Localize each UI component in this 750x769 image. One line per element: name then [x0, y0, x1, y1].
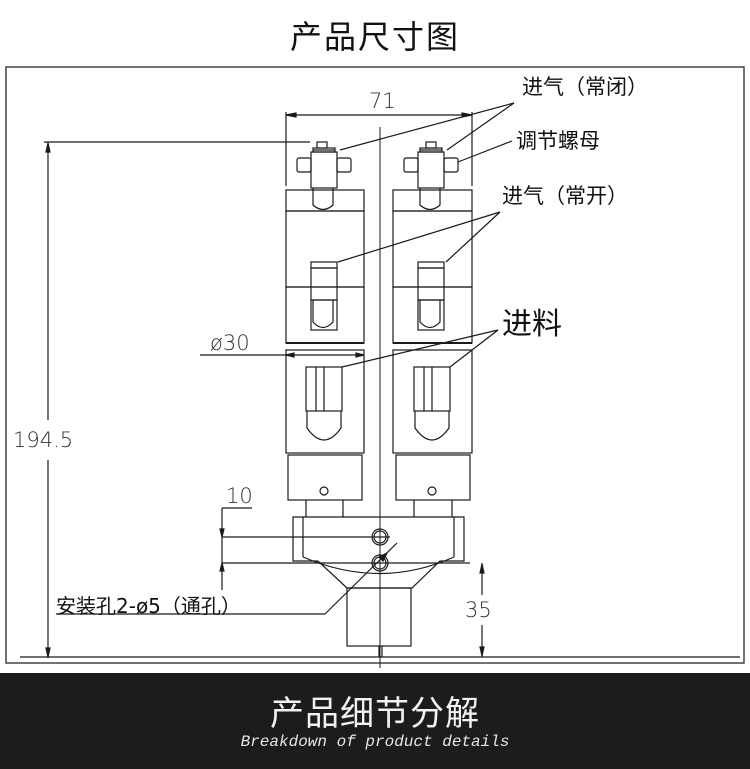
dimension-hole-spacing: 10: [226, 484, 253, 508]
dimension-width: 71: [369, 89, 396, 113]
drawing-frame: [5, 66, 745, 664]
label-feed: 进料: [502, 307, 562, 342]
left-valve: [285, 141, 365, 517]
label-adjusting-nut: 调节螺母: [516, 129, 600, 153]
page-title: 产品尺寸图: [289, 18, 460, 56]
dimension-height: 194.5: [13, 428, 74, 452]
footer-banner: 产品细节分解 Breakdown of product details: [0, 673, 750, 769]
dimension-lower-height: 35: [465, 598, 492, 622]
footer-title: 产品细节分解: [270, 694, 480, 734]
right-valve: [392, 141, 473, 517]
label-inlet-normally-open: 进气（常开）: [502, 184, 628, 208]
dimension-drawing: 进气（常闭） 调节螺母 进气（常开） 进料 安装孔2-ø5（通孔） 71 194…: [5, 66, 745, 668]
footer-subtitle: Breakdown of product details: [240, 733, 510, 751]
label-mounting-holes: 安装孔2-ø5（通孔）: [56, 594, 241, 618]
label-inlet-normally-closed: 进气（常闭）: [522, 75, 648, 99]
mount-block: [292, 516, 465, 657]
technical-drawing-svg: [5, 66, 745, 668]
dimension-diameter: ø30: [210, 331, 250, 355]
